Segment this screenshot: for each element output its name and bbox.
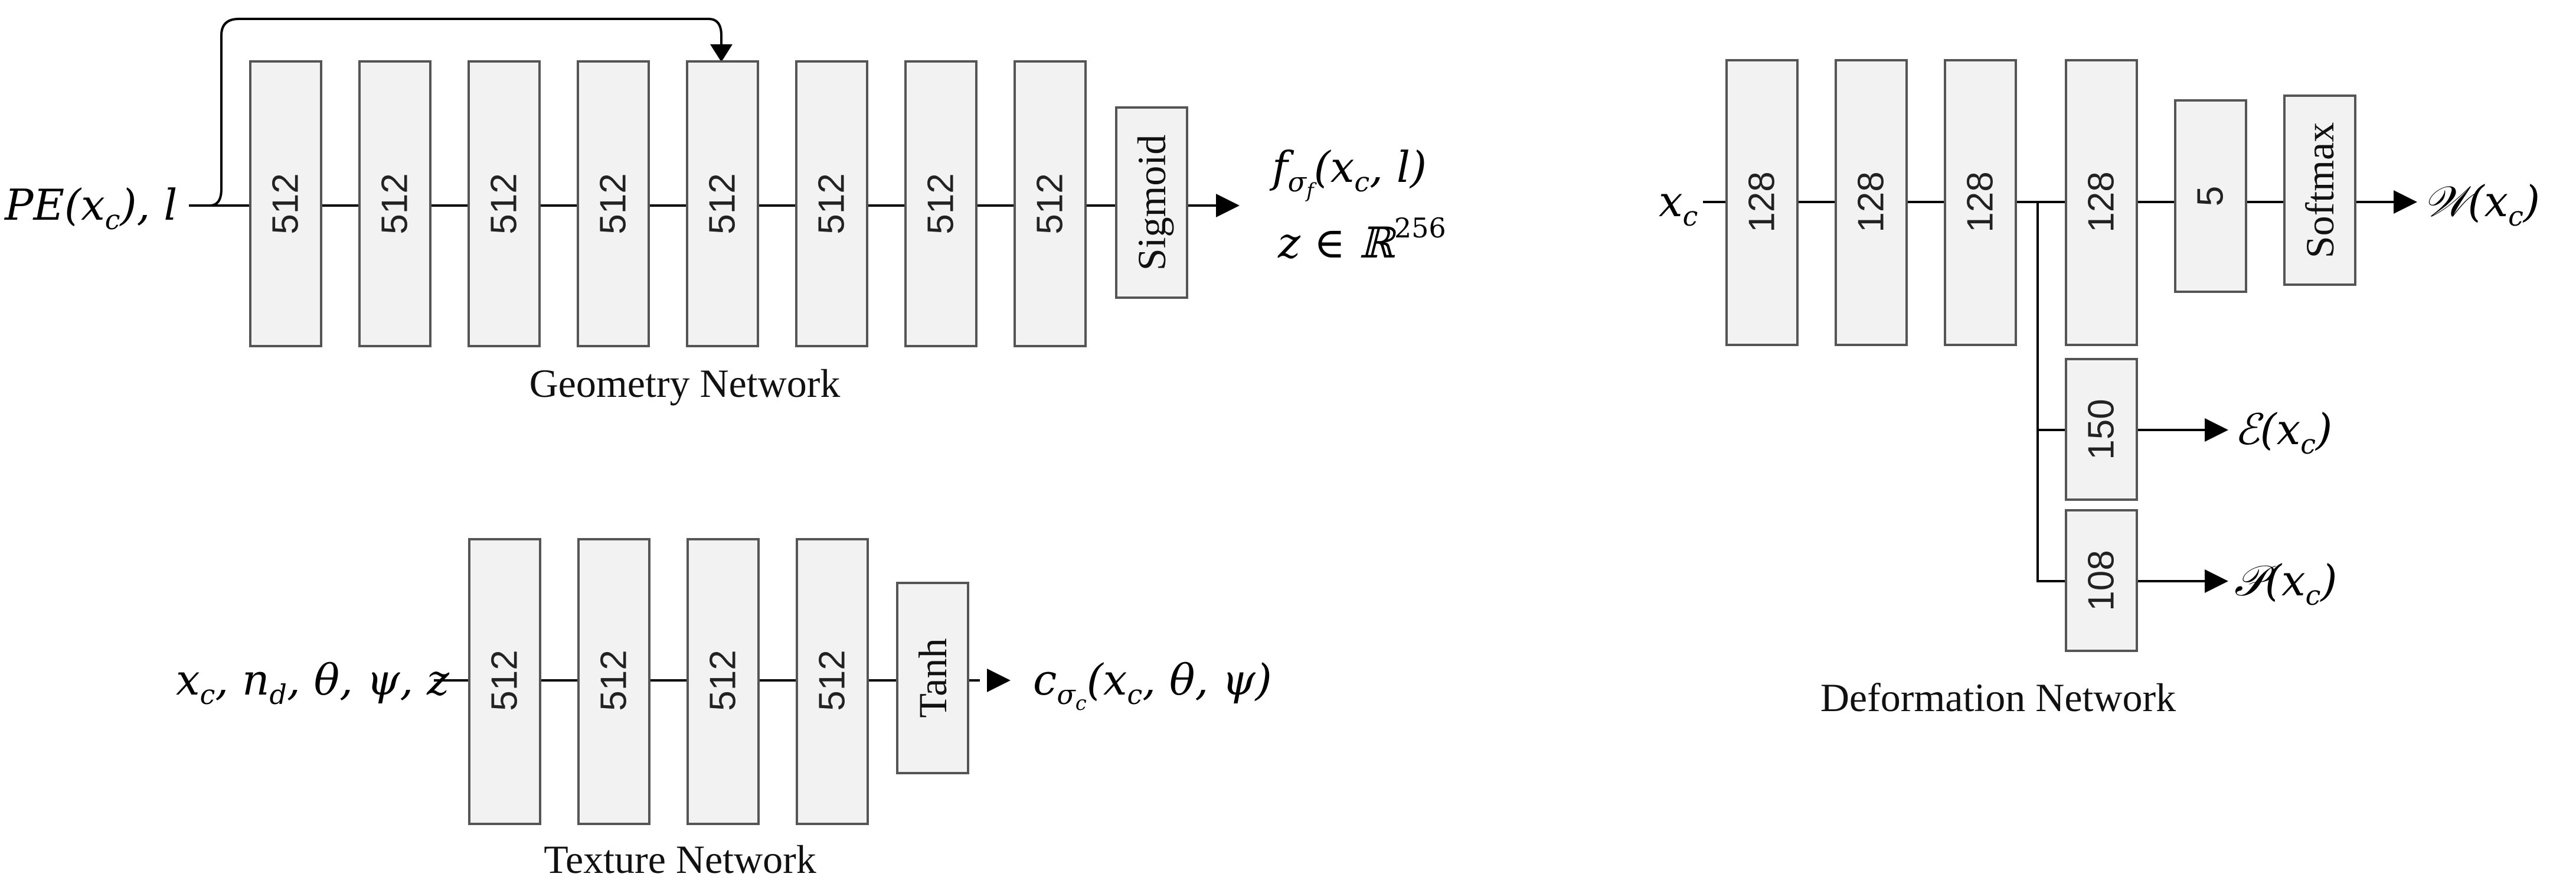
geometry-layer-6: 512 [795,60,868,347]
deformation-pose-label: 108 [2081,550,2122,611]
geometry-layer-5: 512 [686,60,759,347]
texture-layer-4-label: 512 [812,650,853,711]
deformation-branch-wire [2036,202,2066,582]
geometry-layer-1: 512 [249,60,322,347]
texture-layer-3: 512 [687,538,760,825]
deformation-bottleneck-label: 5 [2191,186,2231,206]
texture-layer-2-label: 512 [594,650,635,711]
deformation-network: 128 128 128 128 5 Softmax 150 108 [1659,59,2540,720]
texture-layer-2: 512 [577,538,650,825]
geometry-skip-arrowhead [710,44,733,62]
deformation-caption: Deformation Network [1820,675,2176,720]
geometry-layer-1-label: 512 [266,173,306,234]
deformation-output-e: ℰ(xc) [2234,405,2332,460]
deformation-expression-label: 150 [2081,399,2122,459]
deformation-layer-4: 128 [2065,59,2138,346]
texture-caption: Texture Network [544,837,816,882]
deformation-layer-1-label: 128 [1742,171,1783,232]
deformation-expression-box: 150 [2065,358,2138,501]
deformation-layer-1: 128 [1725,59,1799,346]
geometry-layer-2: 512 [358,60,431,347]
geometry-layer-3-label: 512 [484,173,525,234]
geometry-layer-4: 512 [577,60,650,347]
geometry-output-z: z ∈ ℝ256 [1277,212,1446,268]
geometry-sigmoid-box: Sigmoid [1115,106,1188,299]
geometry-output-f: fσf(xc, l) [1269,142,1427,203]
geometry-layer-4-label: 512 [593,173,634,234]
deformation-output-p-arrowhead [2205,569,2228,593]
deformation-layer-3: 128 [1944,59,2017,346]
geometry-layer-2-label: 512 [375,173,416,234]
deformation-softmax-box: Softmax [2283,94,2356,286]
texture-layer-4: 512 [796,538,869,825]
deformation-output-w-arrowhead [2394,190,2417,214]
deformation-bottleneck-box: 5 [2174,99,2247,293]
geometry-caption: Geometry Network [529,361,841,406]
texture-output-arrowhead [987,669,1011,692]
deformation-output-e-arrowhead [2205,418,2228,442]
texture-tanh-box: Tanh [896,582,969,774]
deformation-output-w: 𝒲(xc) [2423,177,2540,232]
geometry-skip-connection [189,18,723,207]
geometry-layer-3: 512 [468,60,541,347]
geometry-output-arrowhead [1216,194,1240,217]
texture-network: 512 512 512 512 Tanh xc, nd, θ, ψ, z cσc… [176,538,1272,882]
deformation-output-p: 𝒫(xc) [2234,556,2337,611]
deformation-layer-2-label: 128 [1851,171,1892,232]
texture-tanh-label: Tanh [910,638,955,718]
texture-output-c: cσc(xc, θ, ψ) [1033,655,1272,715]
texture-layer-1-label: 512 [485,650,525,711]
texture-input-label: xc, nd, θ, ψ, z [176,655,450,711]
deformation-layer-4-label: 128 [2081,171,2122,232]
deformation-pose-box: 108 [2065,509,2138,652]
geometry-input-label: PE(xc), l [4,180,177,236]
deformation-softmax-label: Softmax [2297,122,2342,258]
geometry-layer-7-label: 512 [921,173,962,234]
geometry-layer-7: 512 [904,60,978,347]
deformation-layer-3-label: 128 [1960,171,2001,232]
geometry-layer-8: 512 [1014,60,1087,347]
geometry-network: 512 512 512 512 512 512 512 512 [4,18,1446,406]
deformation-layer-2: 128 [1835,59,1908,346]
geometry-sigmoid-label: Sigmoid [1129,135,1174,271]
deformation-input-label: xc [1659,177,1698,232]
texture-layer-1: 512 [468,538,541,825]
geometry-layer-6-label: 512 [812,173,852,234]
texture-layer-3-label: 512 [703,650,744,711]
geometry-layer-5-label: 512 [702,173,743,234]
geometry-layer-8-label: 512 [1030,173,1071,234]
